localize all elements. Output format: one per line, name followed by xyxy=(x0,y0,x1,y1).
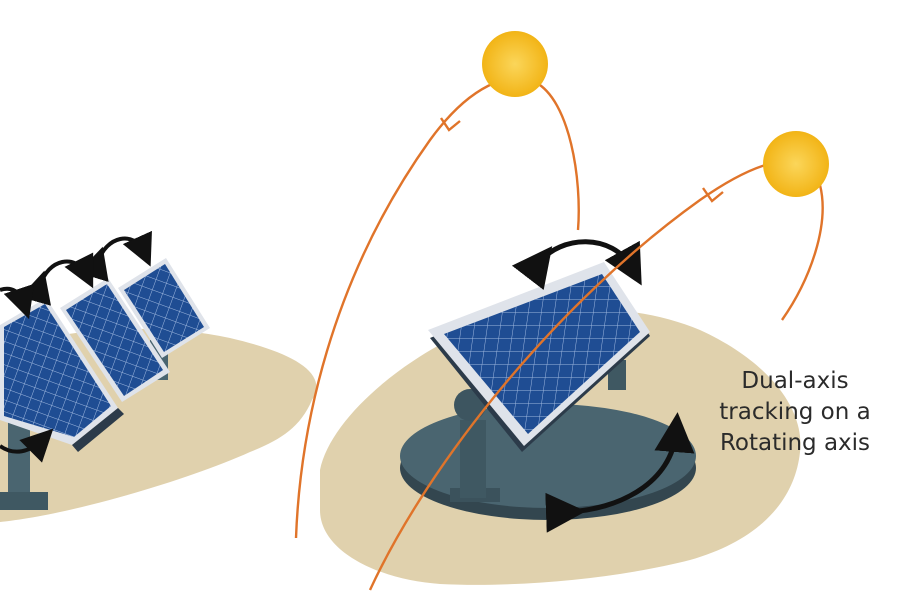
support-pole xyxy=(460,420,486,498)
sun-icon xyxy=(763,131,829,197)
direction-chevron-icon xyxy=(440,117,461,132)
caption-line-2: tracking on a xyxy=(719,399,871,425)
rotation-arrow-icon xyxy=(77,230,152,283)
left-panel-1 xyxy=(0,298,124,452)
left-rotation-arrows xyxy=(0,230,152,463)
rotation-arrow-icon xyxy=(545,412,695,533)
sun-icon xyxy=(482,31,548,97)
rotation-arrow-icon xyxy=(20,252,94,306)
sun-path-1 xyxy=(294,77,580,539)
rotation-arrow-icon xyxy=(0,428,54,463)
left-tracker xyxy=(0,230,317,522)
solar-panel xyxy=(444,274,640,434)
left-panel-2 xyxy=(60,278,170,402)
caption-line-3: Rotating axis xyxy=(719,430,871,456)
direction-chevron-icon xyxy=(702,187,724,203)
diagram-caption: Dual-axis tracking on a Rotating axis xyxy=(700,366,890,459)
caption-line-1: Dual-axis xyxy=(741,368,849,394)
sun-path-2 xyxy=(368,159,824,591)
rotation-arrow-icon xyxy=(0,283,35,320)
left-panel-3 xyxy=(118,258,210,358)
rotation-arrow-icon xyxy=(511,239,642,291)
right-tracker xyxy=(320,239,801,585)
